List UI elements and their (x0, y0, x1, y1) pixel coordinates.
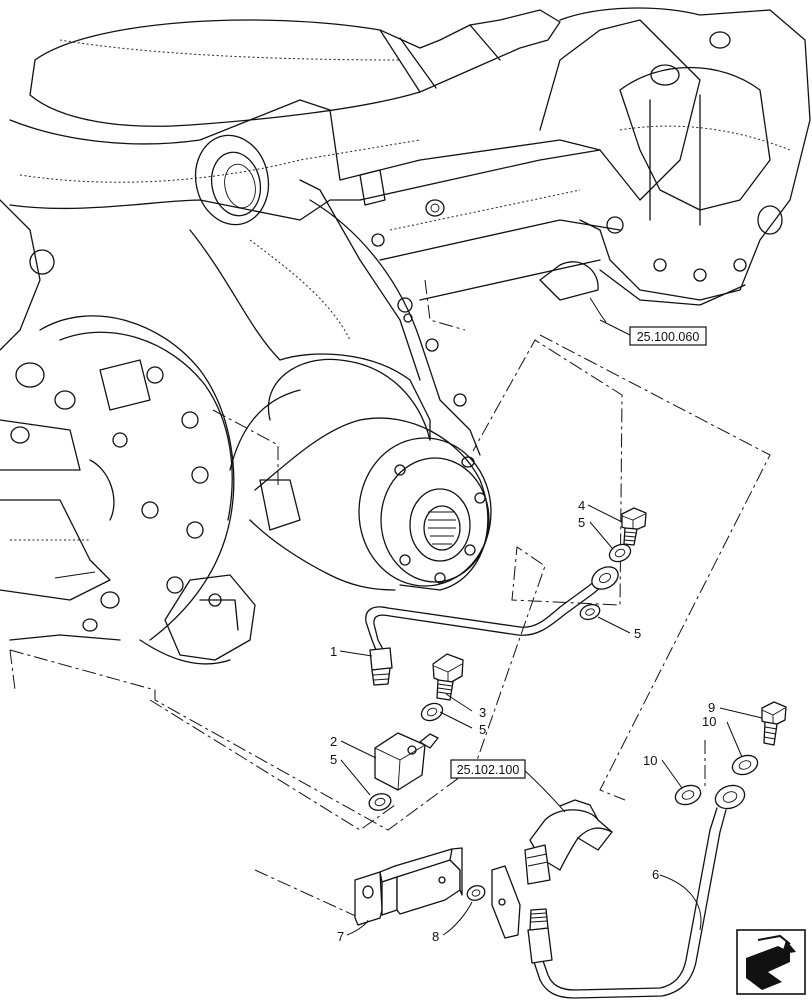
part-7-bracket (354, 847, 463, 926)
axle-assembly-illustration (0, 7, 811, 665)
callout-7: 7 (337, 929, 344, 944)
part-10-washers (674, 754, 759, 806)
part-8-spacer (466, 865, 521, 939)
part-3-bolt (432, 653, 464, 701)
navigation-arrow-icon[interactable] (736, 929, 806, 995)
part-1-banjo-pipe (365, 566, 619, 686)
callout-10: 10 (643, 753, 657, 768)
leader-lines (339, 297, 763, 936)
callout-8: 8 (432, 929, 439, 944)
part-6-pipe (527, 784, 746, 999)
grouping-lines (9, 279, 771, 919)
callout-5: 5 (330, 752, 337, 767)
callout-5: 5 (634, 626, 641, 641)
callout-5: 5 (578, 515, 585, 530)
callout-labels: 1 2 3 4 5 5 5 5 6 7 8 9 10 10 (330, 498, 716, 944)
callout-3: 3 (479, 705, 486, 720)
part-9-bolt (761, 701, 787, 746)
callout-5: 5 (479, 722, 486, 737)
part-2-block-fitting (374, 732, 439, 791)
breather-hose (524, 799, 613, 885)
callout-4: 4 (578, 498, 585, 513)
reference-label: 25.102.100 (457, 763, 520, 777)
reference-label: 25.100.060 (637, 330, 700, 344)
washers-5 (368, 543, 632, 811)
reference-box-axle-housing[interactable]: 25.100.060 (629, 326, 707, 346)
callout-10: 10 (702, 714, 716, 729)
callout-6: 6 (652, 867, 659, 882)
callout-2: 2 (330, 734, 337, 749)
callout-9: 9 (708, 700, 715, 715)
part-4-bolt (621, 507, 647, 546)
reference-box-breather-hose[interactable]: 25.102.100 (450, 759, 526, 779)
callout-1: 1 (330, 644, 337, 659)
